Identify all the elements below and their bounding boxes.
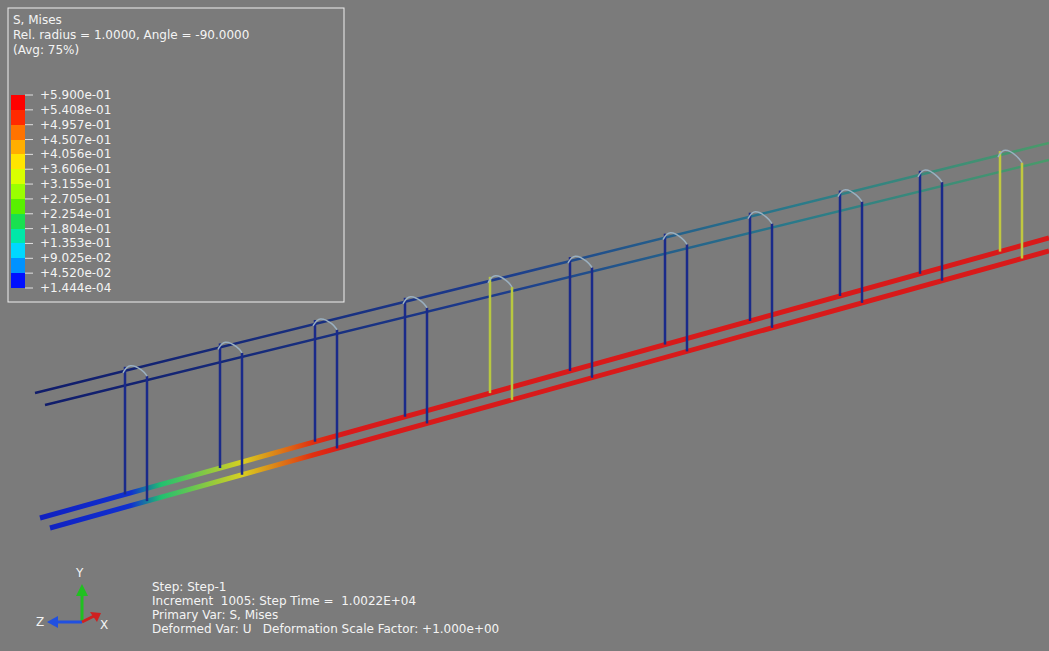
stirrup-leg [404, 298, 407, 417]
legend-tick [25, 139, 33, 140]
stirrup-leg [999, 151, 1002, 252]
color-swatch [11, 125, 25, 140]
axis-triad [47, 584, 101, 628]
legend-frame [8, 8, 344, 302]
legend-value: +4.507e-01 [40, 133, 111, 147]
legend-tick [25, 288, 33, 289]
stirrup-hook [663, 233, 687, 245]
color-swatch [11, 199, 25, 214]
legend-title: S, Mises [13, 13, 62, 27]
stirrup-leg [591, 268, 594, 378]
color-swatch [11, 140, 25, 155]
step-info: Step: Step-1 [152, 580, 226, 594]
legend-value: +2.705e-01 [40, 192, 111, 206]
color-swatch [11, 95, 25, 110]
legend-value: +3.606e-01 [40, 162, 111, 176]
color-swatch [11, 214, 25, 229]
legend-tick [25, 228, 33, 229]
legend-tick [25, 213, 33, 214]
stirrup-leg [569, 257, 572, 371]
color-swatch [11, 258, 25, 273]
stirrup-leg [861, 202, 864, 303]
axis-label: Z [36, 615, 44, 629]
legend-value: +4.520e-02 [40, 266, 111, 280]
legend-value: +3.155e-01 [40, 177, 111, 191]
legend-value: +1.353e-01 [40, 236, 111, 250]
legend-tick [25, 154, 33, 155]
stirrup-leg [336, 330, 339, 449]
legend-subtitle: Rel. radius = 1.0000, Angle = -90.0000 [13, 28, 249, 42]
legend-value: +1.444e-04 [40, 281, 111, 295]
stirrup-leg [749, 213, 752, 321]
legend-tick [25, 258, 33, 259]
legend-tick [25, 109, 33, 110]
stirrup-hook [218, 342, 242, 353]
axis-label: Y [76, 566, 83, 580]
stirrup-hook [838, 190, 862, 202]
legend-value: +5.900e-01 [40, 88, 111, 102]
stirrup-hook [998, 150, 1022, 162]
longitudinal-bar [35, 143, 1049, 393]
legend-tick [25, 198, 33, 199]
stirrup-leg [771, 224, 774, 328]
stirrup-hook [403, 297, 427, 308]
stirrup-leg [941, 182, 944, 281]
stirrup-hook [123, 366, 147, 376]
stirrup-leg [664, 234, 667, 345]
stirrup-leg [219, 343, 222, 468]
color-swatch [11, 154, 25, 169]
legend-average: (Avg: 75%) [13, 43, 79, 57]
stirrup-leg [426, 308, 429, 424]
legend-tick [25, 243, 33, 244]
color-swatch [11, 229, 25, 244]
stirrup-leg [489, 277, 492, 393]
legend-tick [25, 273, 33, 274]
legend-value: +4.957e-01 [40, 118, 111, 132]
axis-label: X [100, 618, 108, 632]
longitudinal-bar [45, 160, 1049, 405]
rebar-cage [35, 143, 1049, 528]
color-swatch [11, 184, 25, 199]
legend-tick [25, 184, 33, 185]
legend-value: +2.254e-01 [40, 207, 111, 221]
stirrup-leg [686, 244, 689, 351]
legend-tick [25, 95, 33, 96]
stirrup-leg [124, 367, 127, 495]
legend-value: +5.408e-01 [40, 103, 111, 117]
stirrup-leg [314, 320, 317, 442]
longitudinal-bar [50, 251, 1049, 528]
stirrup-hook [918, 170, 942, 182]
stirrup-leg [146, 376, 149, 501]
legend-value: +9.025e-02 [40, 251, 111, 265]
legend-value: +1.804e-01 [40, 222, 111, 236]
stirrup-hook [488, 276, 512, 287]
color-swatch [11, 243, 25, 258]
color-swatch [11, 169, 25, 184]
stirrup-hook [748, 212, 772, 224]
longitudinal-bar [40, 238, 1049, 518]
stirrup-leg [511, 287, 514, 400]
legend-tick [25, 124, 33, 125]
step-info: Primary Var: S, Mises [152, 608, 278, 622]
legend-tick [25, 169, 33, 170]
stirrup-leg [241, 353, 244, 475]
stirrup-leg [919, 171, 922, 274]
stirrup-hook [568, 256, 592, 267]
step-info: Deformed Var: U Deformation Scale Factor… [152, 622, 499, 636]
step-info: Increment 1005: Step Time = 1.0022E+04 [152, 594, 416, 608]
stirrup-leg [1021, 163, 1024, 259]
stirrup-leg [839, 191, 842, 296]
stirrup-hook [313, 319, 337, 330]
color-swatch [11, 110, 25, 125]
color-swatch [11, 273, 25, 288]
legend-value: +4.056e-01 [40, 147, 111, 161]
